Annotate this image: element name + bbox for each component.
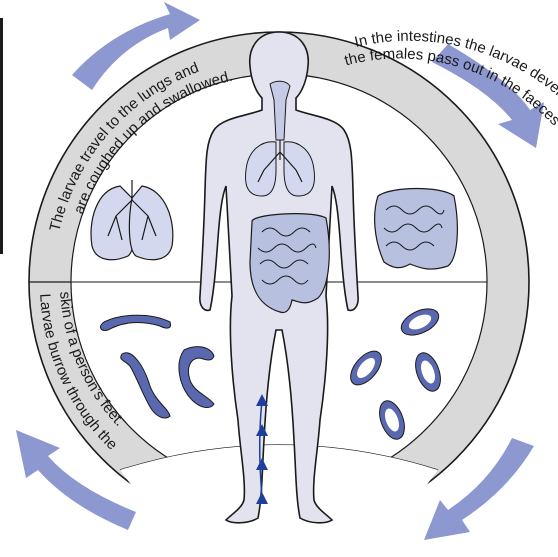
body-intestines (250, 214, 329, 313)
intestines-illustration (375, 189, 458, 270)
